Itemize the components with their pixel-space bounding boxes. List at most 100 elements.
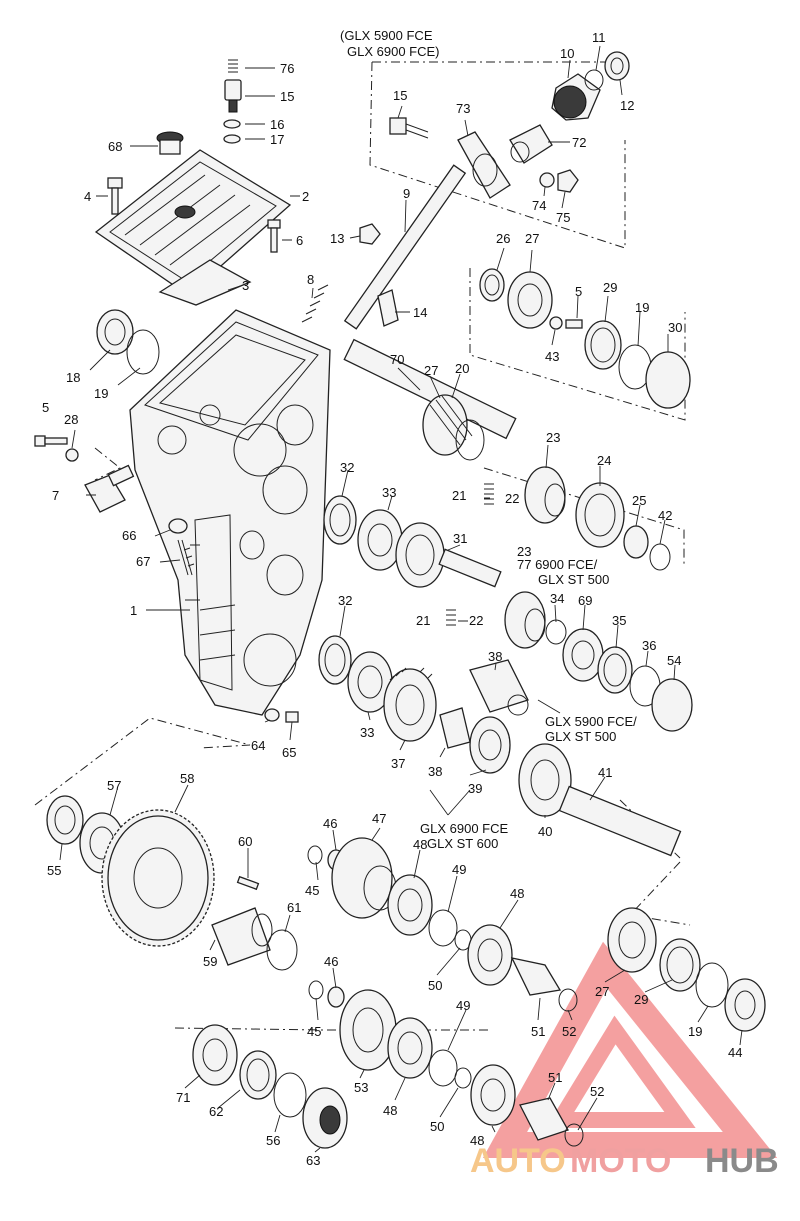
part-19-circlip xyxy=(126,329,160,375)
label-19c: 19 xyxy=(688,1024,702,1039)
part-15-switch xyxy=(224,79,242,101)
part-38-sleeve xyxy=(469,659,529,713)
label-61: 61 xyxy=(287,900,301,915)
part-42-circlip xyxy=(649,543,671,571)
part-73-bracket xyxy=(457,131,511,199)
label-49b: 49 xyxy=(456,998,470,1013)
label-37: 37 xyxy=(391,756,405,771)
label-60: 60 xyxy=(238,834,252,849)
part-75-nut xyxy=(557,169,579,193)
part-18-seal xyxy=(96,309,134,355)
label-36: 36 xyxy=(642,638,656,653)
outline-right-bearings xyxy=(628,861,691,926)
label-43: 43 xyxy=(545,349,559,364)
label-71: 71 xyxy=(176,1090,190,1105)
part-70-input-shaft xyxy=(343,338,517,461)
label-46b: 46 xyxy=(324,954,338,969)
watermark-triangle-inner xyxy=(545,1015,696,1128)
label-39: 39 xyxy=(468,781,482,796)
label-22b: 22 xyxy=(469,613,483,628)
label-46: 46 xyxy=(323,816,337,831)
label-32b: 32 xyxy=(338,593,352,608)
label-22: 22 xyxy=(505,491,519,506)
label-27: 27 xyxy=(525,231,539,246)
label-44: 44 xyxy=(728,1045,742,1060)
part-30-cap xyxy=(645,351,691,409)
part-59-coupler xyxy=(211,907,271,966)
note-77-line1: 77 6900 FCE/ xyxy=(517,557,598,572)
part-39-gear xyxy=(469,716,511,774)
label-17: 17 xyxy=(270,132,284,147)
label-33: 33 xyxy=(382,485,396,500)
note-38-line2: GLX ST 500 xyxy=(545,729,616,744)
label-14: 14 xyxy=(413,305,427,320)
label-64: 64 xyxy=(251,738,265,753)
outline-left-bolt xyxy=(94,447,121,481)
leader-lines xyxy=(59,45,743,1153)
part-48-bearing-3 xyxy=(387,1017,433,1079)
outline-lower-left xyxy=(34,717,251,806)
part-55-seal xyxy=(46,795,84,845)
part-76-spring xyxy=(228,59,238,73)
part-16-washer xyxy=(223,119,241,129)
label-59: 59 xyxy=(203,954,217,969)
label-13: 13 xyxy=(330,231,344,246)
watermark-auto: AUTO xyxy=(470,1142,566,1180)
part-49-circlip-2 xyxy=(428,1049,458,1087)
label-40: 40 xyxy=(538,824,552,839)
label-10: 10 xyxy=(560,46,574,61)
label-41: 41 xyxy=(598,765,612,780)
part-51-pin xyxy=(510,957,562,996)
part-66-cap xyxy=(168,518,188,534)
outline-final xyxy=(174,1027,490,1031)
part-19-circlip-lower xyxy=(695,962,729,1008)
label-20: 20 xyxy=(455,361,469,376)
part-45-circlip-2 xyxy=(308,980,324,1000)
label-53: 53 xyxy=(354,1080,368,1095)
outline-pto-gears xyxy=(483,467,685,565)
label-8: 8 xyxy=(307,272,314,287)
label-33b: 33 xyxy=(360,725,374,740)
label-45b: 45 xyxy=(307,1024,321,1039)
label-47: 47 xyxy=(372,811,386,826)
label-38: 38 xyxy=(488,649,502,664)
label-54: 54 xyxy=(667,653,681,668)
label-27b: 27 xyxy=(424,363,438,378)
part-51-pin-2 xyxy=(519,1097,569,1141)
label-73: 73 xyxy=(456,101,470,116)
label-19b: 19 xyxy=(635,300,649,315)
part-4-bolt xyxy=(107,177,123,189)
label-5b: 5 xyxy=(575,284,582,299)
label-57: 57 xyxy=(107,778,121,793)
part-31-countershaft xyxy=(395,522,502,588)
note-top-variant-line2: GLX 6900 FCE) xyxy=(347,44,440,59)
label-48d: 48 xyxy=(470,1133,484,1148)
part-56-circlip xyxy=(273,1072,307,1118)
label-70: 70 xyxy=(390,352,404,367)
part-15-switch-right xyxy=(389,117,407,135)
part-71-bearing xyxy=(192,1024,238,1086)
label-56: 56 xyxy=(266,1133,280,1148)
outline-top-variant xyxy=(369,61,626,249)
part-1-gearbox-housing xyxy=(129,309,331,716)
label-34: 34 xyxy=(550,591,564,606)
part-34-ring xyxy=(545,619,567,645)
label-62: 62 xyxy=(209,1104,223,1119)
part-48-bearing xyxy=(387,874,433,936)
part-21-22-spring xyxy=(484,483,494,505)
part-46-washer-2 xyxy=(327,986,345,1008)
label-63: 63 xyxy=(306,1153,320,1168)
label-51b: 51 xyxy=(548,1070,562,1085)
label-2: 2 xyxy=(302,189,309,204)
part-28-washer xyxy=(65,448,79,462)
part-44-seal xyxy=(724,978,766,1032)
part-13-nut xyxy=(359,223,381,245)
watermark: AUTO MOTO HUB xyxy=(470,941,779,1180)
part-45-circlip xyxy=(307,845,323,865)
label-15b: 15 xyxy=(393,88,407,103)
part-43-washer xyxy=(549,316,563,330)
note-39-line2: GLX ST 600 xyxy=(427,836,498,851)
label-23: 23 xyxy=(546,430,560,445)
label-18: 18 xyxy=(66,370,80,385)
part-33-bearing xyxy=(357,509,403,571)
